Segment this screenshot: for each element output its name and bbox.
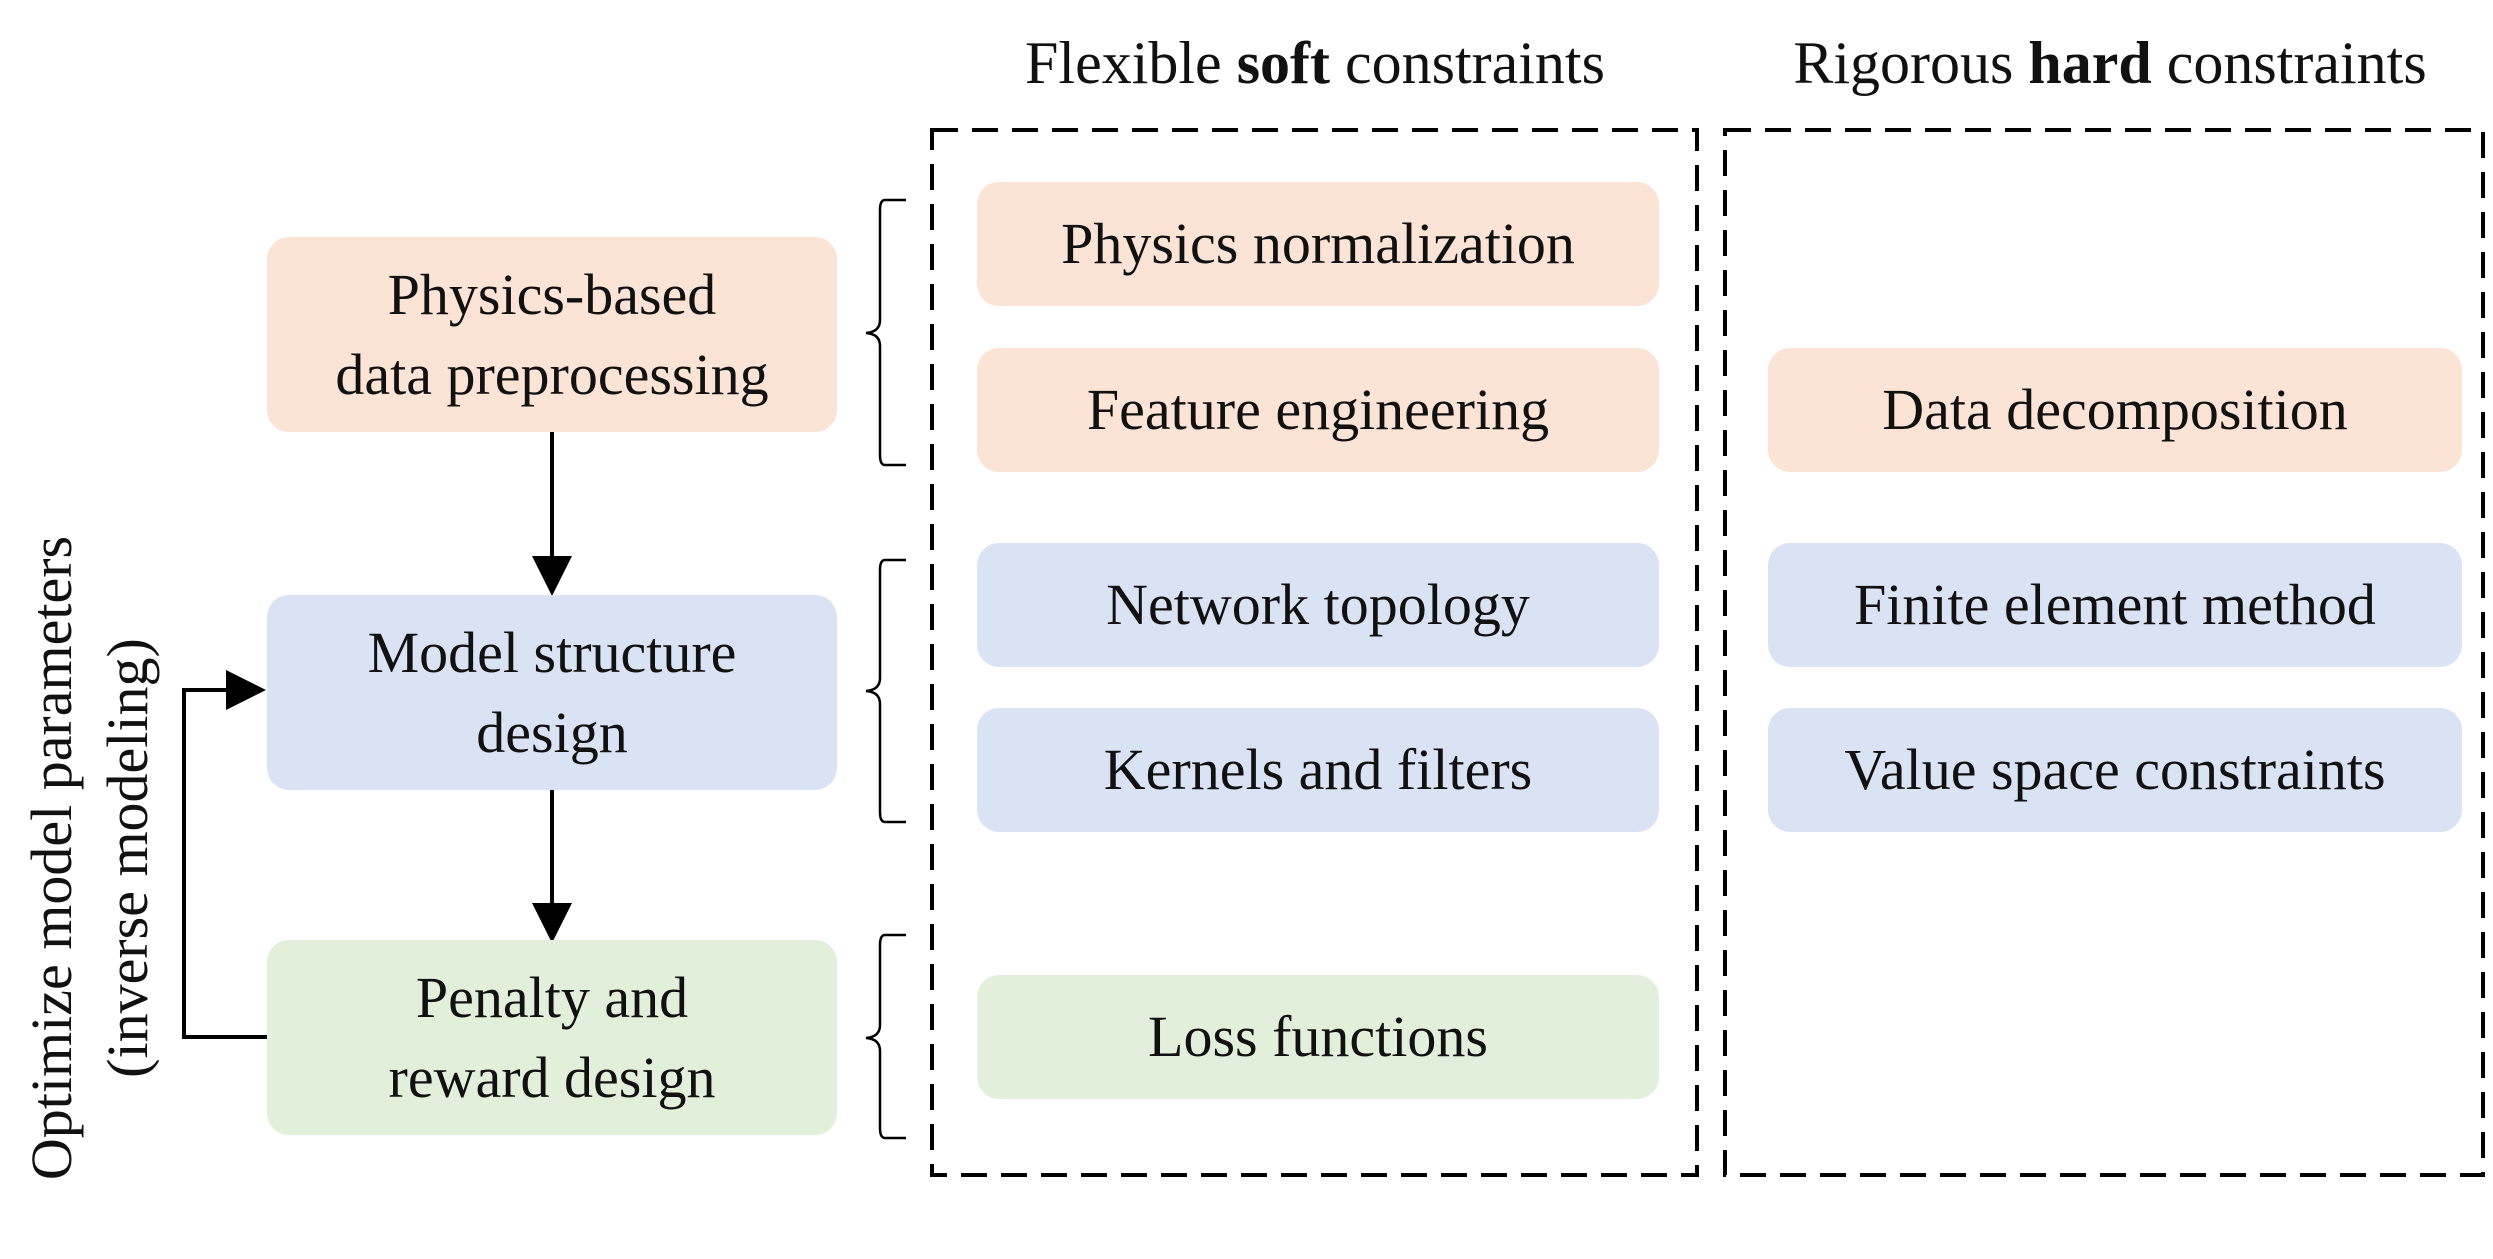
brace-structure xyxy=(865,558,906,824)
hard-item-label: Data decomposition xyxy=(1882,377,2348,442)
brace-preprocessing xyxy=(865,198,906,467)
soft-item-label: Loss functions xyxy=(1148,1004,1488,1069)
hard-header-bold: hard xyxy=(2028,30,2152,96)
soft-header-suffix: constraints xyxy=(1330,30,1605,96)
stage-structure-line1: Model structure xyxy=(367,619,737,685)
feedback-label-line1: Optimize model parameters xyxy=(19,535,84,1181)
soft-item-label: Network topology xyxy=(1106,572,1530,637)
brace-penalty xyxy=(865,933,906,1140)
soft-item-physics-normalization: Physics normalization xyxy=(977,182,1659,306)
stage-preprocessing: Physics-based data preprocessing xyxy=(267,237,837,432)
soft-item-label: Feature engineering xyxy=(1086,377,1550,442)
hard-constraints-frame xyxy=(1723,128,2485,1177)
stage-preprocessing-text: Physics-based data preprocessing xyxy=(335,255,768,415)
hard-item-finite-element-method: Finite element method xyxy=(1768,543,2462,667)
stage-penalty: Penalty and reward design xyxy=(267,940,837,1135)
stage-structure-line2: design xyxy=(476,699,628,765)
feedback-label-line2: (inverse modeling) xyxy=(95,638,160,1078)
stage-structure-text: Model structure design xyxy=(368,613,737,773)
soft-header-bold: soft xyxy=(1236,30,1330,96)
soft-constraints-header: Flexible soft constraints xyxy=(1005,28,1625,98)
soft-item-feature-engineering: Feature engineering xyxy=(977,348,1659,472)
stage-penalty-text: Penalty and reward design xyxy=(389,958,716,1118)
feedback-loop-arrow xyxy=(182,670,267,1039)
hard-header-suffix: constraints xyxy=(2151,30,2427,96)
stage-penalty-line1: Penalty and xyxy=(415,964,689,1030)
feedback-label: Optimize model parameters (inverse model… xyxy=(14,498,166,1218)
hard-item-value-space-constraints: Value space constraints xyxy=(1768,708,2462,832)
stage-preprocessing-line2: data preprocessing xyxy=(335,341,769,407)
hard-item-label: Finite element method xyxy=(1854,572,2376,637)
hard-constraints-header: Rigorous hard constraints xyxy=(1765,28,2455,98)
hard-header-prefix: Rigorous xyxy=(1793,30,2029,96)
soft-constraints-frame xyxy=(930,128,1699,1177)
soft-item-kernels-filters: Kernels and filters xyxy=(977,708,1659,832)
soft-item-label: Physics normalization xyxy=(1061,211,1575,276)
hard-item-data-decomposition: Data decomposition xyxy=(1768,348,2462,472)
stage-penalty-line2: reward design xyxy=(388,1044,716,1110)
soft-item-loss-functions: Loss functions xyxy=(977,975,1659,1099)
soft-header-prefix: Flexible xyxy=(1025,30,1237,96)
soft-item-network-topology: Network topology xyxy=(977,543,1659,667)
soft-item-label: Kernels and filters xyxy=(1103,737,1533,802)
stage-structure: Model structure design xyxy=(267,595,837,790)
stage-preprocessing-line1: Physics-based xyxy=(387,261,717,327)
hard-item-label: Value space constraints xyxy=(1844,737,2386,802)
